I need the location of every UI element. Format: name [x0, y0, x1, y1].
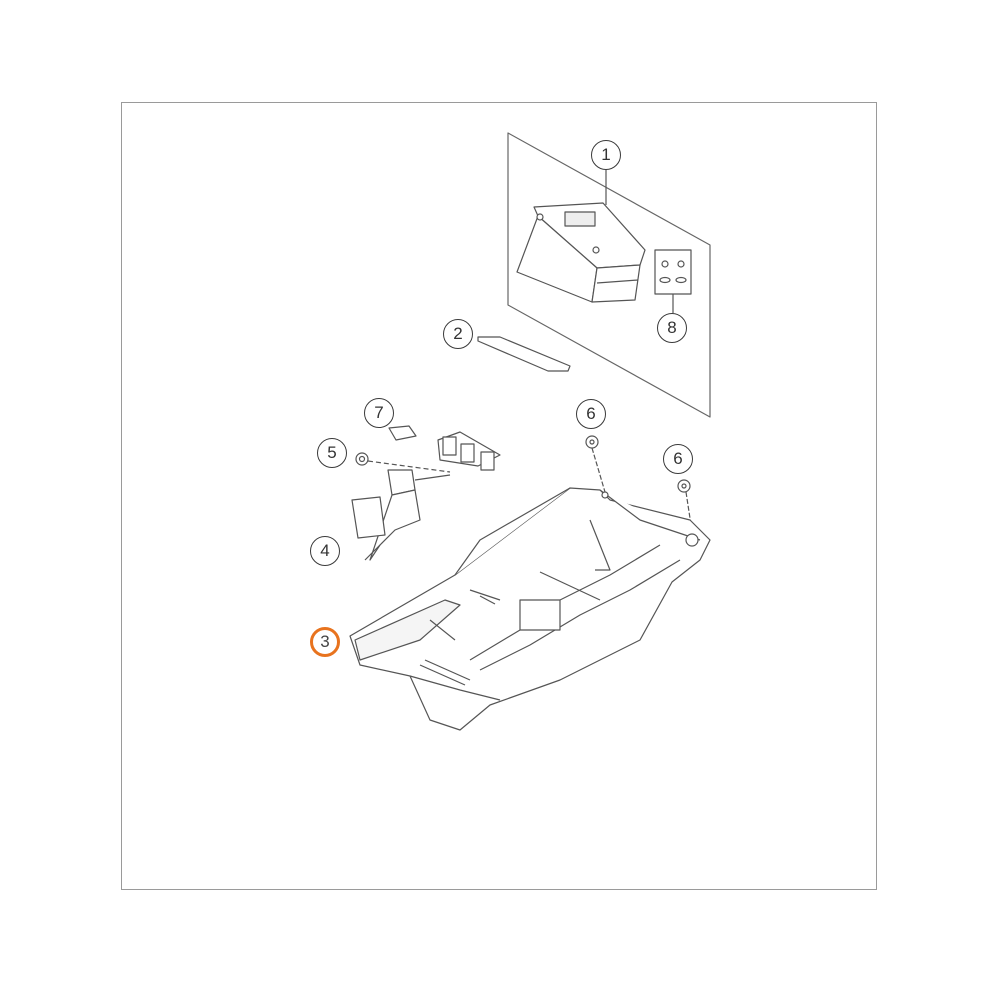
callout-label: 6 — [586, 404, 596, 423]
battery-tray-icon — [349, 487, 711, 731]
battery-icon — [516, 202, 646, 303]
callout-3-highlighted[interactable]: 3 — [310, 627, 340, 657]
callout-2[interactable]: 2 — [443, 319, 473, 349]
callout-label: 3 — [320, 632, 330, 651]
callout-8[interactable]: 8 — [657, 313, 687, 343]
bracket-holder-icon — [351, 431, 501, 561]
nut-icon — [355, 452, 451, 473]
callout-4[interactable]: 4 — [310, 536, 340, 566]
cover-cap-icon — [388, 425, 417, 441]
diagram-frame — [121, 102, 877, 890]
terminal-screws-icon — [654, 249, 692, 313]
callout-label: 2 — [453, 324, 463, 343]
callout-label: 1 — [601, 145, 611, 164]
screws-icon — [585, 435, 694, 539]
callout-label: 7 — [374, 403, 384, 422]
callout-5[interactable]: 5 — [317, 438, 347, 468]
callout-label: 5 — [327, 443, 337, 462]
callout-6-right[interactable]: 6 — [663, 444, 693, 474]
pad-strip-icon — [477, 336, 571, 372]
callout-1[interactable]: 1 — [591, 140, 621, 170]
callout-label: 6 — [673, 449, 683, 468]
callout-7[interactable]: 7 — [364, 398, 394, 428]
callout-label: 4 — [320, 541, 330, 560]
callout-label: 8 — [667, 318, 677, 337]
callout-6-left[interactable]: 6 — [576, 399, 606, 429]
